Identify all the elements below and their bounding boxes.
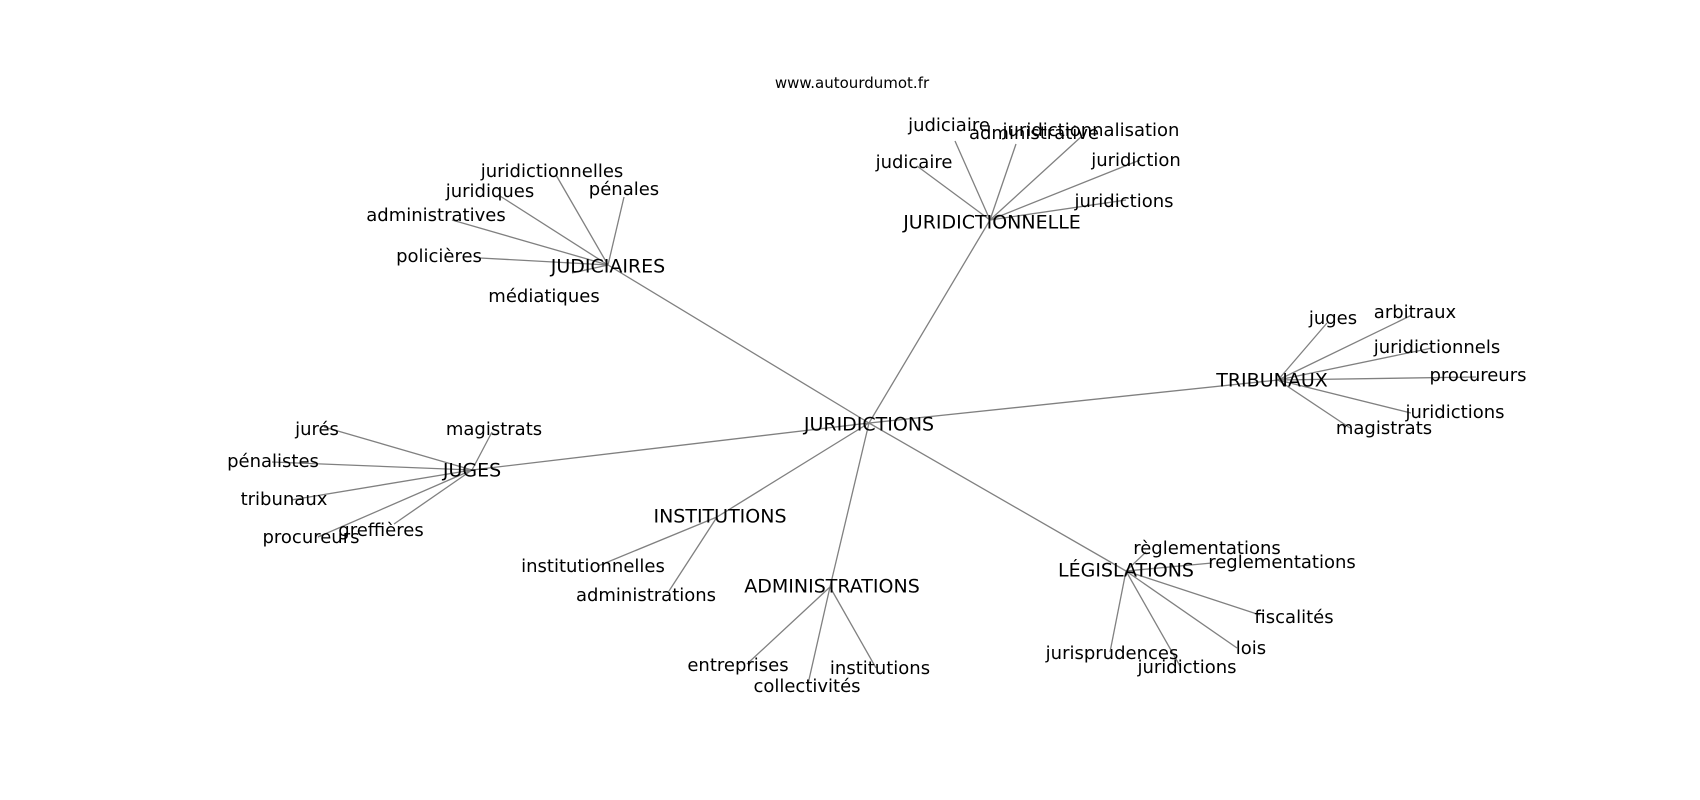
leaf-label-legislations-2: fiscalités	[1254, 607, 1333, 628]
leaf-label-legislations-1: reglementations	[1208, 552, 1356, 573]
leaf-label-juridictionnelle-0: judiciaire	[907, 115, 990, 136]
leaf-label-tribunaux-4: juridictions	[1405, 402, 1505, 423]
edge-legislations-4	[1109, 570, 1127, 653]
leaf-label-administrations-2: collectivités	[753, 676, 860, 697]
edge-judiciaires-5	[571, 264, 609, 274]
edge-institutions-1	[668, 516, 718, 592]
leaf-label-juges-2: pénalistes	[227, 451, 319, 472]
edge-judiciaires-4	[479, 257, 609, 266]
edge-judiciaires-3	[451, 219, 609, 266]
edge-juridictionnelle-2	[989, 135, 1083, 221]
leaf-label-legislations-5: juridictions	[1137, 657, 1237, 678]
edge-judiciaires-0	[555, 174, 609, 266]
edge-administrations-0	[746, 586, 831, 665]
edge-legislations-0	[1125, 551, 1147, 572]
leaf-label-judiciaires-3: administratives	[366, 205, 505, 226]
edge-juges-4	[393, 469, 473, 525]
edge-administrations-2	[807, 586, 831, 685]
leaf-label-judiciaires-0: juridictionnelles	[480, 161, 624, 182]
edge-root-institutions	[716, 422, 870, 518]
edge-tribunaux-0	[1277, 322, 1328, 381]
leaf-label-institutions-1: administrations	[576, 585, 716, 606]
edge-tribunaux-3	[1277, 376, 1477, 381]
edge-tribunaux-4	[1277, 379, 1412, 414]
edge-root-juges	[471, 422, 870, 471]
edge-judiciaires-1	[607, 196, 625, 266]
leaf-label-juges-4: greffières	[338, 520, 423, 541]
leaf-label-legislations-0: règlementations	[1133, 538, 1281, 559]
edge-juridictionnelle-3	[916, 165, 991, 221]
edge-juridictionnelle-1	[989, 143, 1017, 221]
edge-root-juridictionnelle	[868, 219, 991, 424]
source-url: www.autourdumot.fr	[775, 74, 930, 92]
edge-juges-0	[323, 426, 473, 471]
edge-root-administrations	[829, 422, 870, 588]
hub-label-legislations: LÉGISLATIONS	[1058, 559, 1194, 582]
leaf-label-juges-0: jurés	[294, 419, 339, 440]
edge-juges-5	[317, 469, 473, 538]
leaf-label-tribunaux-1: arbitraux	[1374, 302, 1457, 323]
edge-juridictionnelle-4	[989, 159, 1141, 221]
leaf-label-juridictionnelle-1: administrative	[969, 123, 1099, 144]
leaf-label-judiciaires-4: policières	[396, 246, 482, 267]
edge-legislations-2	[1125, 570, 1261, 616]
leaf-label-legislations-4: jurisprudences	[1045, 643, 1179, 664]
edge-judiciaires-2	[499, 195, 609, 266]
leaf-label-juridictionnelle-3: judicaire	[875, 152, 953, 173]
leaf-label-administrations-0: entreprises	[687, 655, 788, 676]
leaf-label-juridictionnelle-2: juridictionnalisation	[1002, 120, 1180, 141]
leaf-label-tribunaux-0: juges	[1308, 308, 1357, 329]
leaf-label-tribunaux-3: procureurs	[1429, 365, 1526, 386]
edge-tribunaux-2	[1277, 347, 1433, 381]
edge-juridictionnelle-0	[954, 140, 991, 221]
leaf-label-juridictionnelle-5: juridictions	[1074, 191, 1174, 212]
edge-root-tribunaux	[868, 379, 1279, 424]
leaf-label-juges-3: tribunaux	[241, 489, 328, 510]
edge-juges-2	[271, 461, 473, 471]
leaf-label-judiciaires-2: juridiques	[445, 181, 535, 202]
leaf-label-juridictionnelle-4: juridiction	[1090, 150, 1181, 171]
edge-legislations-1	[1125, 562, 1213, 572]
edge-juges-3	[290, 469, 473, 501]
leaf-label-judiciaires-5: médiatiques	[488, 286, 599, 307]
leaf-label-juges-1: magistrats	[446, 419, 542, 440]
edge-juridictionnelle-5	[989, 199, 1127, 221]
hub-label-administrations: ADMINISTRATIONS	[744, 576, 920, 598]
leaf-label-tribunaux-5: magistrats	[1336, 418, 1432, 439]
edge-root-judiciaires	[607, 264, 870, 424]
hub-label-institutions: INSTITUTIONS	[653, 506, 786, 528]
hub-label-juges: JUGES	[442, 460, 501, 482]
edge-tribunaux-5	[1277, 379, 1351, 429]
edge-administrations-1	[829, 586, 877, 669]
leaf-label-institutions-0: institutionnelles	[521, 556, 665, 577]
hub-label-tribunaux: TRIBUNAUX	[1215, 370, 1328, 392]
edge-juges-1	[471, 431, 493, 471]
hub-label-judiciaires: JUDICIAIRES	[550, 256, 665, 278]
edge-legislations-5	[1125, 570, 1181, 667]
edge-legislations-3	[1125, 570, 1238, 649]
leaf-label-juges-5: procureurs	[262, 527, 359, 548]
edge-root-legislations	[868, 422, 1127, 572]
edge-layer	[271, 135, 1477, 685]
root-label: JURIDICTIONS	[803, 414, 934, 436]
leaf-label-tribunaux-2: juridictionnels	[1373, 337, 1500, 358]
edge-tribunaux-1	[1277, 314, 1413, 381]
edge-institutions-0	[597, 516, 718, 567]
leaf-label-administrations-1: institutions	[830, 658, 930, 679]
leaf-label-judiciaires-1: pénales	[589, 179, 659, 200]
leaf-label-legislations-3: lois	[1236, 638, 1266, 659]
hub-label-juridictionnelle: JURIDICTIONNELLE	[902, 212, 1081, 234]
